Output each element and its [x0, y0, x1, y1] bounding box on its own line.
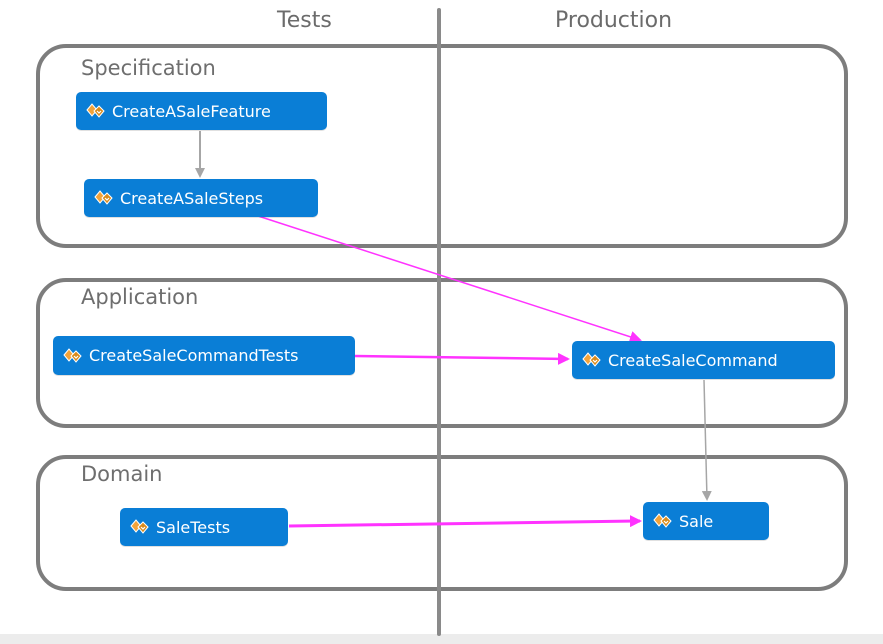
edge-steps-to-create-sale-command	[254, 214, 642, 343]
node-label: CreateSaleCommandTests	[89, 346, 299, 365]
edge-sale-tests-to-sale	[288, 515, 642, 528]
column-header-production: Production	[555, 8, 673, 33]
component-icon	[86, 103, 105, 118]
node-label: CreateASaleSteps	[120, 188, 264, 208]
component-icon	[582, 352, 601, 367]
edge-create-sale-command-tests-to-create-sale-command	[354, 352, 570, 365]
node-create-sale-command-tests[interactable]: CreateSaleCommandTests	[53, 336, 355, 375]
bottom-strip	[0, 634, 883, 644]
component-icon	[94, 190, 113, 205]
node-create-sale-command[interactable]: CreateSaleCommand	[572, 341, 835, 379]
layer-label-application: Application	[81, 285, 199, 309]
node-label: CreateSaleCommand	[608, 350, 778, 370]
node-sale-tests[interactable]: SaleTests	[120, 508, 288, 546]
node-label: SaleTests	[156, 517, 231, 537]
column-header-tests: Tests	[277, 8, 332, 33]
layer-label-domain: Domain	[81, 462, 163, 486]
node-sale[interactable]: Sale	[643, 502, 769, 540]
component-icon	[130, 519, 149, 534]
node-create-a-sale-feature[interactable]: CreateASaleFeature	[76, 92, 327, 130]
node-create-a-sale-steps[interactable]: CreateASaleSteps	[84, 179, 318, 217]
edge-create-sale-command-to-sale	[701, 379, 712, 501]
layer-label-specification: Specification	[81, 56, 216, 80]
layer-specification	[36, 44, 848, 248]
component-icon	[653, 513, 672, 528]
node-label: CreateASaleFeature	[112, 101, 271, 121]
layer-application	[36, 278, 848, 428]
tests-production-divider	[437, 8, 441, 636]
component-icon	[63, 347, 82, 363]
node-label: Sale	[679, 511, 714, 531]
layer-domain	[36, 455, 848, 591]
